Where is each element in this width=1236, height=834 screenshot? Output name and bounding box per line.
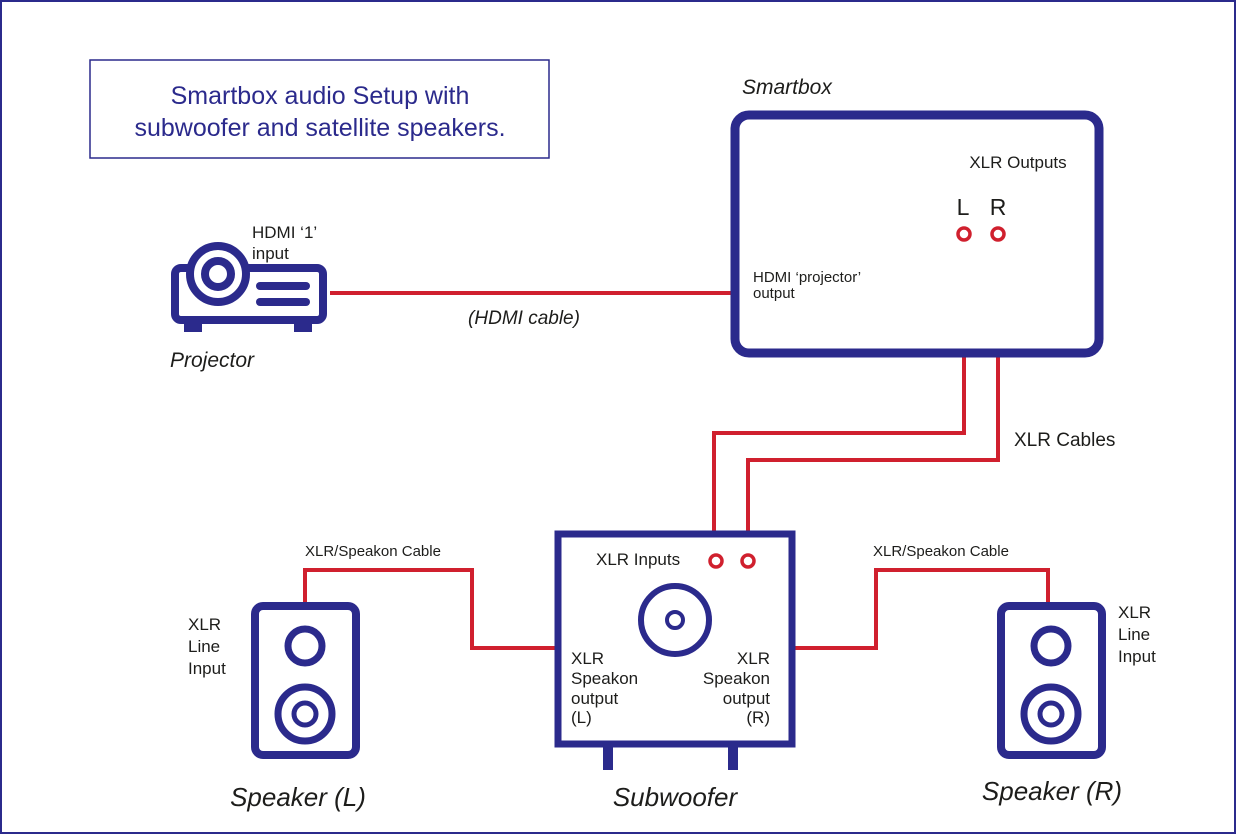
speaker-right-input-1: XLR: [1118, 603, 1151, 622]
hdmi-cable-label: (HDMI cable): [468, 308, 580, 329]
subwoofer: XLR Inputs XLR Speakon output (L) XLR Sp…: [554, 530, 796, 812]
speaker-left-input-2: Line: [188, 637, 220, 656]
out-l-3: output: [571, 689, 619, 708]
subwoofer-cone-icon: [638, 583, 712, 657]
xlr-input-r-port: [740, 553, 756, 569]
subwoofer-label: Subwoofer: [613, 782, 739, 812]
out-r-2: Speakon: [703, 669, 770, 688]
hdmi-in-line1: HDMI ‘1’: [252, 223, 317, 242]
xlr-cables-label: XLR Cables: [1014, 430, 1115, 451]
speakon-cable-right: [792, 568, 1050, 650]
speaker-left-input-3: Input: [188, 659, 226, 678]
speaker-icon: [251, 602, 360, 759]
projector-icon: [171, 242, 327, 332]
title-box: Smartbox audio Setup with subwoofer and …: [89, 59, 550, 159]
speakon-cable-left-label: XLR/Speakon Cable: [305, 543, 441, 560]
output-r-label: R: [990, 194, 1007, 220]
smartbox-label: Smartbox: [742, 76, 833, 99]
hdmi-in-line2: input: [252, 244, 289, 263]
speaker-right-input-3: Input: [1118, 647, 1156, 666]
subwoofer-foot-right: [728, 744, 738, 770]
subwoofer-body: [554, 530, 796, 748]
out-r-3: output: [723, 689, 771, 708]
xlr-input-l-port: [708, 553, 724, 569]
title-line-1: Smartbox audio Setup with: [171, 82, 470, 110]
smartbox-body: [730, 110, 1104, 358]
speaker-left-input-1: XLR: [188, 615, 221, 634]
title-line-2: subwoofer and satellite speakers.: [134, 114, 505, 142]
output-l-label: L: [957, 194, 970, 220]
speaker-left-label: Speaker (L): [230, 782, 366, 812]
xlr-inputs-label: XLR Inputs: [596, 550, 680, 569]
speaker-icon: [997, 602, 1106, 759]
out-r-4: (R): [746, 708, 770, 727]
out-l-2: Speakon: [571, 669, 638, 688]
xlr-output-l-port: [956, 226, 972, 242]
out-l-4: (L): [571, 708, 592, 727]
hdmi-out-line1: HDMI ‘projector’: [753, 269, 861, 286]
speaker-left: XLR/Speakon Cable XLR Line Input Speaker…: [188, 543, 441, 812]
speaker-right-input-2: Line: [1118, 625, 1150, 644]
speaker-right-label: Speaker (R): [982, 776, 1122, 806]
speaker-right: XLR/Speakon Cable XLR Line Input Speaker…: [873, 543, 1156, 806]
xlr-outputs-label: XLR Outputs: [969, 153, 1066, 172]
out-l-1: XLR: [571, 649, 604, 668]
projector-label: Projector: [170, 349, 255, 372]
xlr-output-r-port: [990, 226, 1006, 242]
smartbox: Smartbox XLR Outputs L R HDMI ‘projector…: [730, 76, 1104, 358]
speakon-cable-left: [303, 568, 558, 650]
out-r-1: XLR: [737, 649, 770, 668]
subwoofer-foot-left: [603, 744, 613, 770]
projector: HDMI ‘1’ input Projector: [170, 223, 327, 372]
speakon-cable-right-label: XLR/Speakon Cable: [873, 543, 1009, 560]
hdmi-out-line2: output: [753, 285, 796, 302]
